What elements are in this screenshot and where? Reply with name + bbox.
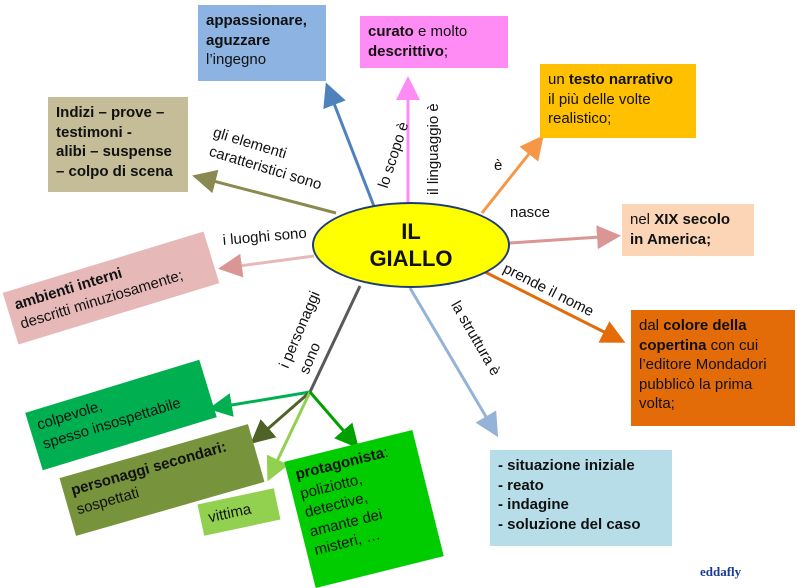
label-e: è [494,157,503,174]
indizi-line3: alibi – suspense [56,143,172,160]
arrow-testo [480,135,544,214]
box-indizi: Indizi – prove – testimoni - alibi – sus… [48,97,188,192]
arrow-colpevole [208,390,311,417]
box-testo: un testo narrativo il più delle volte re… [540,64,696,138]
indizi-line4: – colpo di scena [56,162,173,180]
indizi-line2: testimoni - [56,123,132,141]
scopo-line3: l’ingegno [206,51,267,68]
testo-bold: testo narrativo [568,71,674,88]
vittima-text: vittima [206,500,253,527]
arrow-nasce [509,225,621,250]
struttura-item-3: - indagine [498,496,569,513]
testo-line2: il più delle volte [548,90,651,108]
center-node: IL GIALLO [312,202,510,288]
arrow-struttura [408,287,499,438]
linguaggio-bold1: curato [368,23,414,40]
nome-prefix: dal [639,317,664,334]
arrow-scopo [323,82,379,215]
nasce-prefix: nel [630,211,655,228]
arrow-protagonista [308,391,359,449]
nome-text2: con cui [706,336,759,354]
testo-line3: realistico; [548,110,612,127]
arrow-nome [484,270,626,343]
scopo-line1: appassionare, [206,12,307,29]
label-nasce: nasce [510,204,551,221]
struttura-item-1: - situazione iniziale [498,457,635,474]
nome-line5: volta; [639,395,675,412]
nasce-bold2: in America; [630,230,712,248]
box-linguaggio: curato e molto descrittivo; [360,16,508,68]
nome-bold2: copertina [639,336,707,354]
arrow-secondari [250,390,311,444]
struttura-item-4: - soluzione del caso [498,515,641,533]
testo-prefix: un [548,71,569,88]
nome-line3: l’editore Mondadori [639,356,767,373]
indizi-line1: Indizi – prove – [56,104,165,121]
nasce-bold1: XIX secolo [654,211,731,228]
arrow-vittima [266,391,312,482]
author-signature: eddafly [700,564,742,579]
arrow-ambienti [218,253,315,278]
linguaggio-bold2: descrittivo [368,42,444,60]
box-scopo: appassionare, aguzzare l’ingegno [198,5,326,81]
scopo-line2: aguzzare [206,31,271,49]
center-title-line2: GIALLO [369,246,453,271]
nome-bold1: colore della [663,317,747,334]
arrow-indizi [192,169,337,215]
box-nome: dal colore della copertina con cui l’edi… [631,310,795,426]
nome-line4: pubblicò la prima [639,375,753,393]
center-title-line1: IL [401,218,421,244]
box-struttura: - situazione iniziale - reato - indagine… [490,450,672,546]
box-nasce: nel XIX secolo in America; [622,204,754,256]
label-linguaggio: il linguaggio è [425,103,442,195]
struttura-item-2: - reato [498,476,544,494]
linguaggio-text1: e molto [413,23,468,40]
arrow-personaggi [308,285,362,393]
linguaggio-text2: ; [443,42,449,60]
